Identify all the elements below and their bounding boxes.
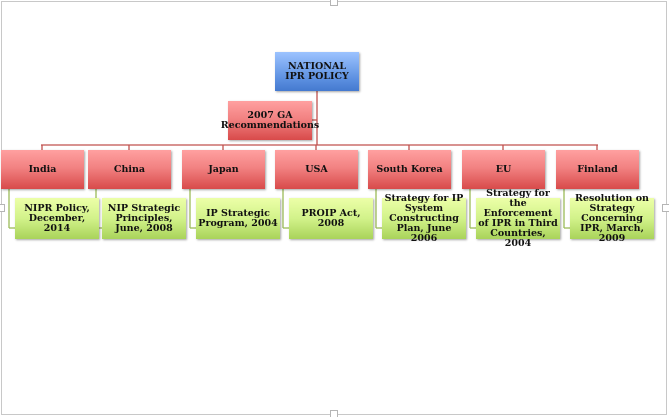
country-node[interactable]: USA <box>275 150 358 189</box>
policy-node[interactable]: Strategy for the Enforcement of IPR in T… <box>476 188 560 248</box>
policy-label: PROIP Act, 2008 <box>301 207 361 229</box>
assistant-label: 2007 GA Recommendations <box>220 109 320 131</box>
resize-handle-bottom[interactable] <box>330 410 338 417</box>
country-label: EU <box>495 163 512 175</box>
policy-label: Strategy for IP System Constructing Plan… <box>384 192 464 244</box>
resize-handle-right[interactable] <box>662 204 669 212</box>
country-node[interactable]: Japan <box>182 150 265 189</box>
country-node[interactable]: EU <box>462 150 545 189</box>
resize-handle-top[interactable] <box>330 0 338 6</box>
policy-label: IP Strategic Program, 2004 <box>198 207 278 229</box>
policy-label: NIPR Policy, December, 2014 <box>24 202 90 234</box>
country-node[interactable]: South Korea <box>368 150 451 189</box>
policy-node[interactable]: PROIP Act, 2008 <box>289 198 373 239</box>
resize-handle-left[interactable] <box>0 204 5 212</box>
country-label: China <box>113 163 146 175</box>
policy-node[interactable]: Resolution on Strategy Concerning IPR, M… <box>570 193 654 243</box>
country-label: USA <box>305 163 328 175</box>
policy-node[interactable]: IP Strategic Program, 2004 <box>196 198 280 239</box>
policy-label: Strategy for the Enforcement of IPR in T… <box>478 187 558 249</box>
country-node[interactable]: India <box>1 150 84 189</box>
country-label: Japan <box>208 163 239 175</box>
root-label: NATIONAL IPR POLICY <box>285 60 349 82</box>
country-label: India <box>28 163 57 175</box>
assistant-node[interactable]: 2007 GA Recommendations <box>221 101 319 140</box>
policy-node[interactable]: Strategy for IP System Constructing Plan… <box>382 193 466 243</box>
policy-node[interactable]: NIP Strategic Principles, June, 2008 <box>102 198 186 239</box>
root-node[interactable]: NATIONAL IPR POLICY <box>275 52 359 91</box>
country-node[interactable]: China <box>88 150 171 189</box>
policy-label: Resolution on Strategy Concerning IPR, M… <box>575 192 649 244</box>
country-label: Finland <box>577 163 618 175</box>
country-node[interactable]: Finland <box>556 150 639 189</box>
country-label: South Korea <box>376 163 443 175</box>
policy-label: NIP Strategic Principles, June, 2008 <box>107 202 181 234</box>
policy-node[interactable]: NIPR Policy, December, 2014 <box>15 198 99 239</box>
